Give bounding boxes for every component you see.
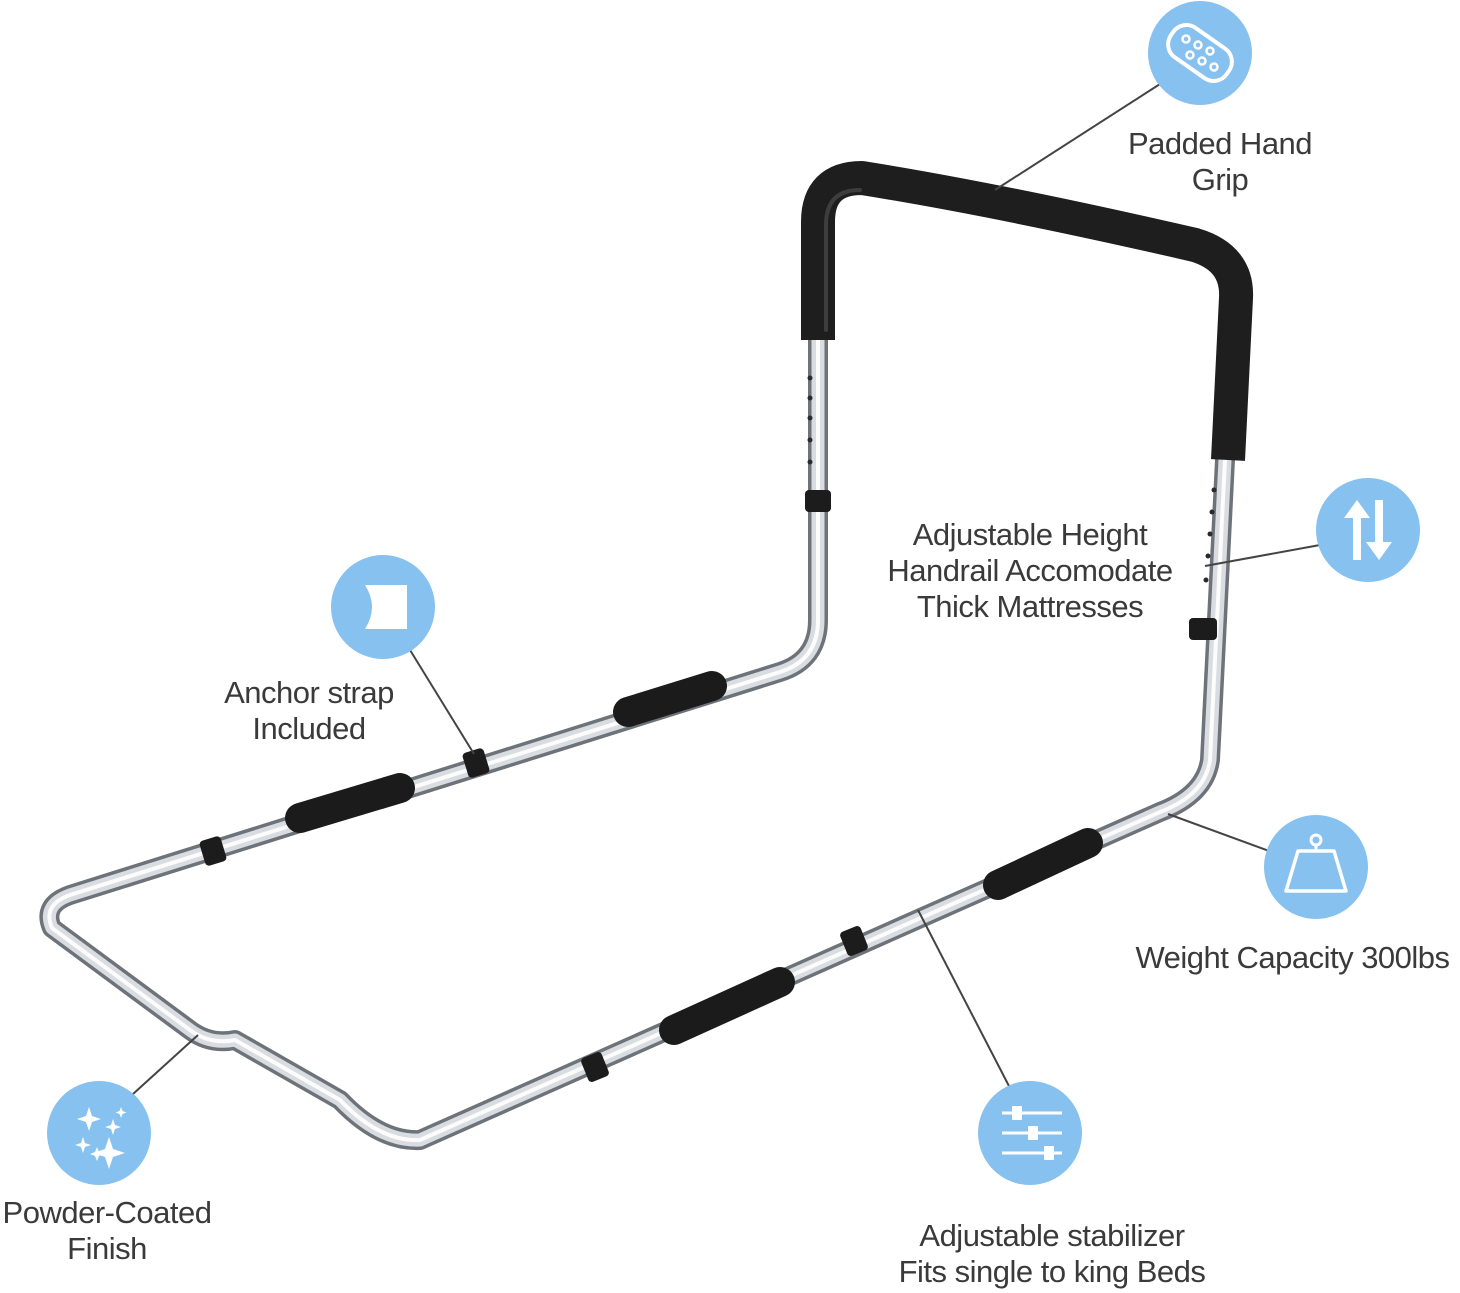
foam-pads: [285, 671, 1103, 1045]
label-line: Weight Capacity 300lbs: [1135, 940, 1450, 975]
adjust-holes-right: [1203, 487, 1217, 583]
label-line: Adjustable Height: [912, 517, 1148, 552]
padded-handle: [801, 161, 1254, 461]
label-line: Included: [252, 711, 366, 746]
callout-lines: [132, 83, 1321, 1095]
label-line: Anchor strap: [224, 675, 394, 710]
label-line: Padded Hand: [1127, 126, 1313, 161]
label-line: Powder-Coated: [2, 1195, 212, 1230]
sliders-icon: [978, 1081, 1082, 1185]
label-line: Finish: [67, 1231, 147, 1266]
up-down-arrows-icon: [1316, 478, 1420, 582]
padded-grip-icon: [1148, 1, 1252, 105]
sparkle-icon: [47, 1081, 151, 1185]
label-adjustable-stabilizer: Adjustable stabilizer Fits single to kin…: [892, 1218, 1212, 1290]
label-line: Thick Mattresses: [916, 589, 1144, 624]
strap-icon: [331, 555, 435, 659]
label-weight-capacity: Weight Capacity 300lbs: [1130, 940, 1455, 976]
collars: [199, 490, 1217, 1082]
label-line: Handrail Accomodate: [887, 553, 1173, 588]
bed-rail-frame: [39, 161, 1254, 1151]
label-padded-hand-grip: Padded Hand Grip: [1120, 126, 1320, 198]
label-adjustable-height: Adjustable Height Handrail Accomodate Th…: [870, 517, 1190, 625]
label-line: Grip: [1191, 162, 1249, 197]
weight-icon: [1264, 815, 1368, 919]
label-powder-coated: Powder-Coated Finish: [0, 1195, 214, 1267]
adjust-holes-left: [807, 375, 813, 465]
label-anchor-strap: Anchor strap Included: [209, 675, 409, 747]
label-line: Fits single to king Beds: [898, 1254, 1206, 1289]
label-line: Adjustable stabilizer: [919, 1218, 1185, 1253]
